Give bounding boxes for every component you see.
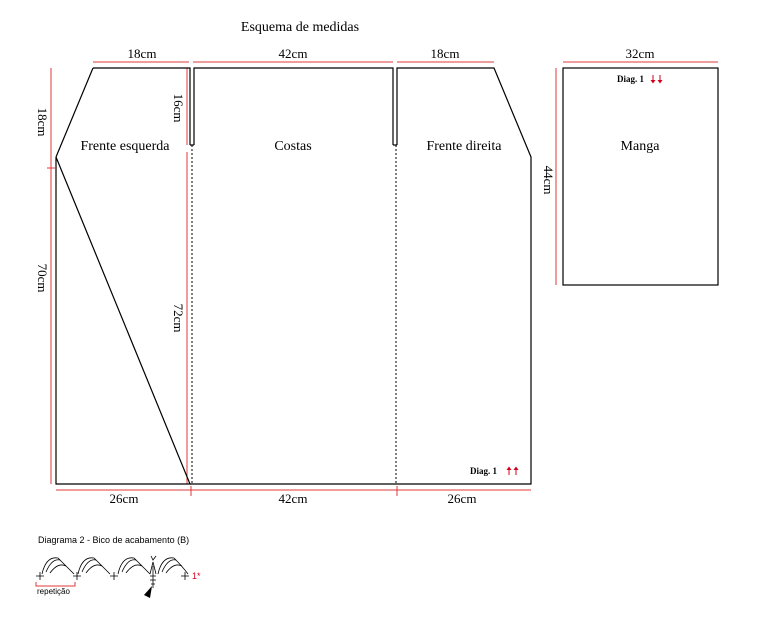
measure-left-upper: 18cm xyxy=(35,108,50,137)
back-outline xyxy=(193,67,394,145)
measure-left-lower: 70cm xyxy=(35,264,50,293)
center-cluster-icon xyxy=(150,566,156,588)
repeat-label: repetição xyxy=(37,587,70,596)
front-left-label: Frente esquerda xyxy=(80,139,170,154)
fan-stitch-icons xyxy=(41,555,189,575)
diagram2-note: 1* xyxy=(192,571,201,581)
dimension-lines xyxy=(47,61,718,496)
measure-top-left: 18cm xyxy=(128,46,157,61)
pattern-outlines xyxy=(55,67,719,485)
diagram2-title: Diagrama 2 - Bico de acabamento (B) xyxy=(38,535,189,545)
front-left-outline-closed xyxy=(55,67,94,158)
measure-sleeve-top: 32cm xyxy=(626,46,655,61)
front-right-label: Frente direita xyxy=(426,139,502,154)
measure-bottom-right: 26cm xyxy=(448,491,477,506)
measure-bottom-left: 26cm xyxy=(110,491,139,506)
measure-center-height: 72cm xyxy=(171,304,186,333)
measure-bottom-center: 42cm xyxy=(279,491,308,506)
diag-top-label: Diag. 1 xyxy=(617,74,645,84)
sleeve-outline xyxy=(562,67,719,286)
down-arrows-icon xyxy=(650,75,663,84)
sleeve-label: Manga xyxy=(621,139,661,154)
front-right-outline xyxy=(396,67,532,485)
measure-sleeve-height: 44cm xyxy=(541,166,556,195)
schematic-title: Esquema de medidas xyxy=(241,20,359,35)
repeat-bracket xyxy=(35,582,76,587)
up-arrows-icon xyxy=(506,466,519,475)
front-left-outline xyxy=(55,67,191,485)
crochet-stitch-chart xyxy=(36,555,189,588)
back-label: Costas xyxy=(274,139,311,154)
diag-bottom-label: Diag. 1 xyxy=(470,466,498,476)
start-pointer-icon xyxy=(144,586,152,598)
measure-top-right: 18cm xyxy=(431,46,460,61)
seam-lines xyxy=(191,145,397,484)
measure-neck: 16cm xyxy=(171,94,186,123)
plus-stitch-icons xyxy=(36,572,189,580)
measure-top-center: 42cm xyxy=(279,46,308,61)
